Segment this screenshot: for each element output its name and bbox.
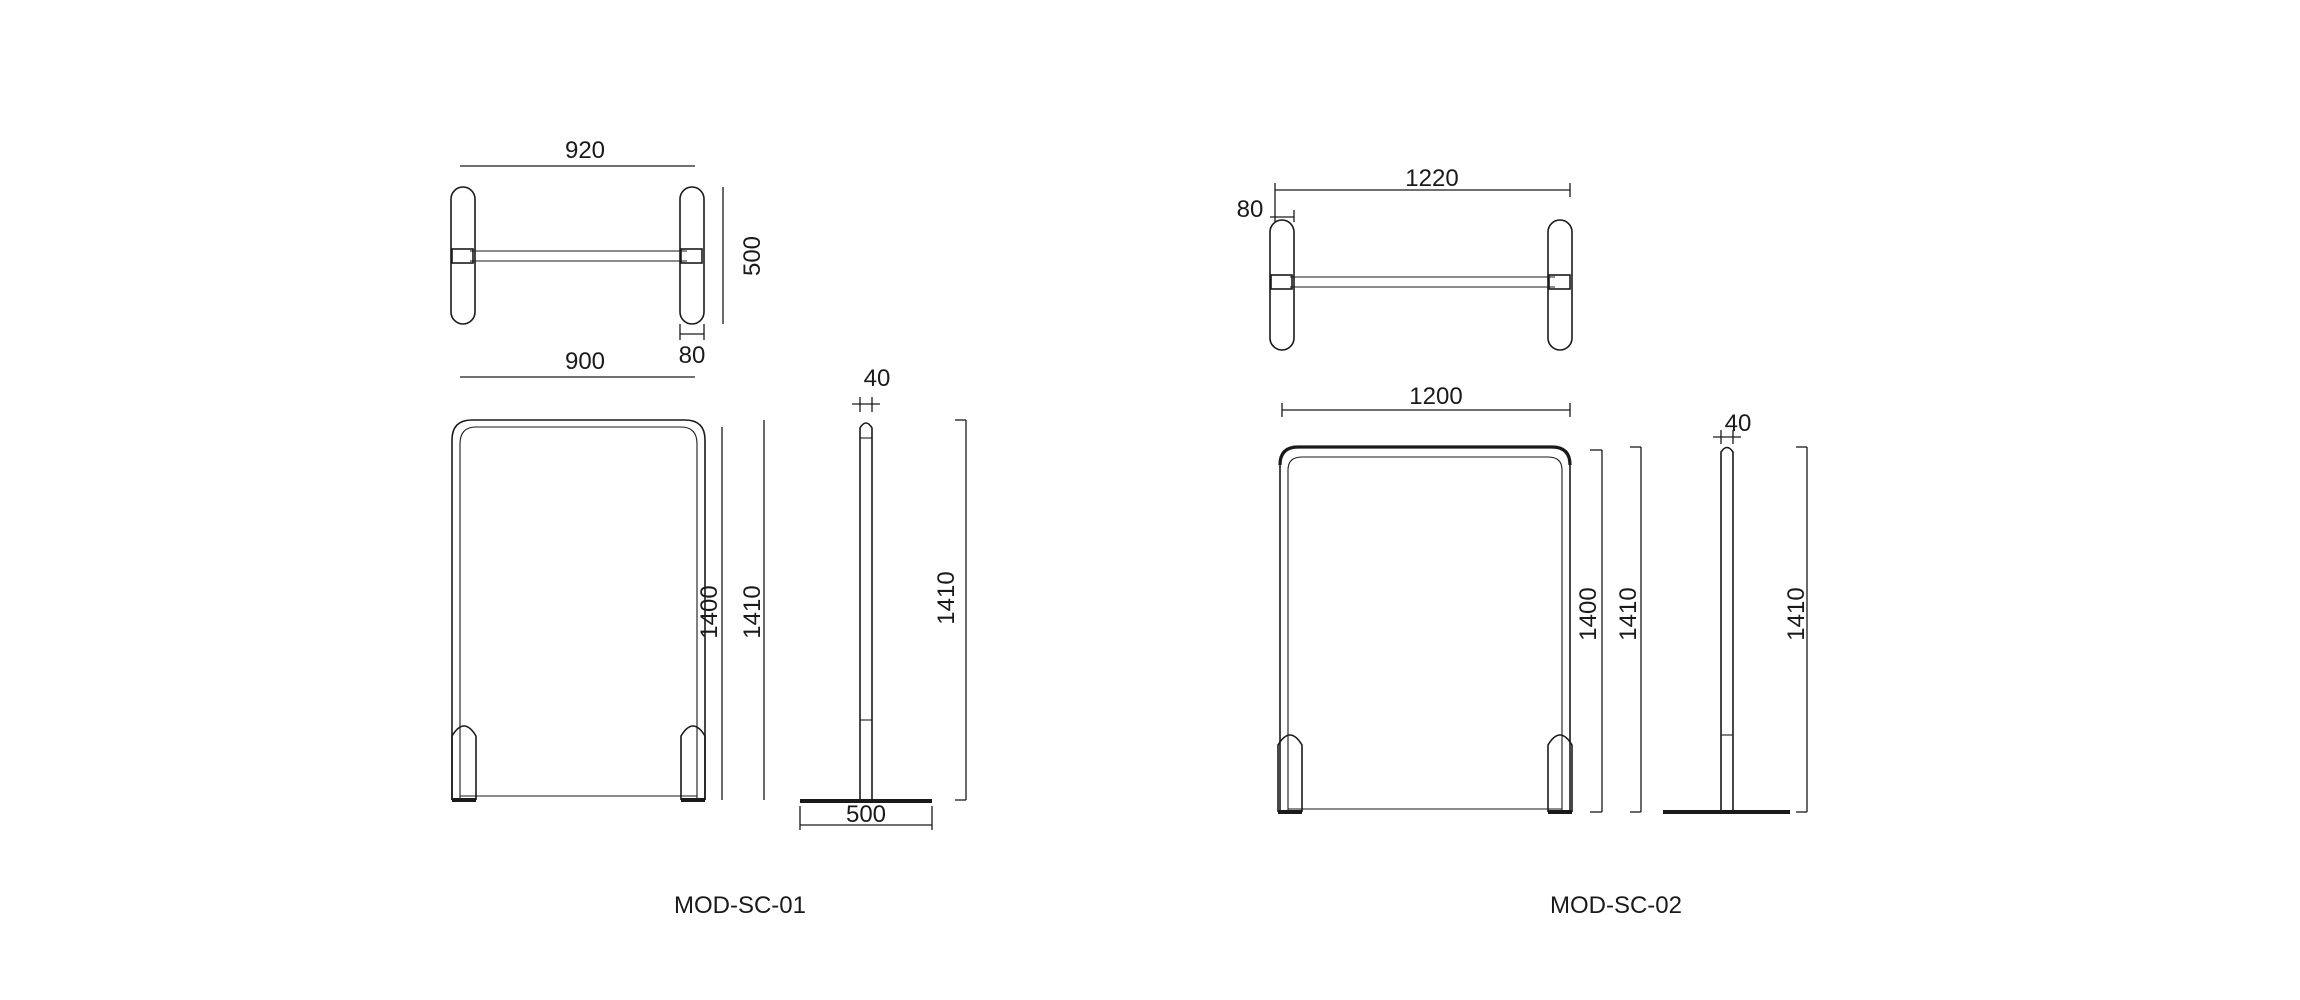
right-foot-base	[681, 798, 705, 802]
model-2-caption: MOD-SC-02	[1550, 892, 1682, 919]
dim-1410-label-model-1: 1410	[739, 585, 766, 638]
dim-500-depth: 500	[722, 187, 766, 324]
dim-1400-label-model-2: 1400	[1575, 587, 1602, 640]
left-foot-front	[451, 725, 477, 800]
dim-1220: 1220	[1274, 165, 1571, 197]
dim-80-model-2: 80	[1237, 196, 1295, 223]
dim-1410-label-model-2: 1410	[1615, 587, 1642, 640]
right-foot-top	[679, 186, 705, 325]
left-foot-front-2	[1277, 734, 1303, 812]
right-foot-front	[680, 725, 706, 800]
model-1-front-view	[451, 419, 706, 802]
dim-1410-model-2: 1410	[1615, 446, 1642, 813]
left-foot-top	[450, 186, 476, 325]
dim-80-label-model-1: 80	[679, 342, 706, 369]
dim-1220-label: 1220	[1405, 165, 1458, 192]
model-1-top-view	[450, 186, 705, 325]
side-post-2	[1720, 446, 1734, 812]
dim-500-base-label: 500	[846, 801, 886, 828]
dim-1200-label: 1200	[1409, 383, 1462, 410]
dim-1410-side-model-1: 1410	[933, 419, 967, 801]
dim-920: 920	[460, 137, 695, 167]
outer-frame	[451, 419, 706, 800]
dim-920-label: 920	[565, 137, 605, 164]
dim-1410-side-label-model-1: 1410	[933, 571, 960, 624]
dim-1200: 1200	[1281, 383, 1571, 417]
dim-1400-label-model-1: 1400	[696, 585, 723, 638]
right-clamp-2	[1548, 274, 1571, 290]
dim-900: 900	[460, 348, 695, 378]
dim-1410-model-1: 1410	[739, 420, 766, 800]
right-foot-top-2	[1547, 219, 1573, 351]
left-foot-top-2	[1269, 219, 1295, 351]
model-1-side-view	[800, 422, 932, 803]
inner-frame-2	[1287, 456, 1563, 812]
dim-80-label-model-2: 80	[1237, 196, 1264, 223]
dim-1400-model-2: 1400	[1575, 449, 1603, 813]
model-1-caption: MOD-SC-01	[674, 892, 806, 919]
dim-500-base: 500	[799, 801, 933, 830]
right-clamp	[680, 248, 703, 264]
model-2-side-view	[1663, 446, 1790, 814]
model-2-top-view	[1269, 219, 1573, 351]
left-foot-base-2	[1278, 810, 1302, 814]
left-foot-base	[452, 798, 476, 802]
right-foot-front-2	[1547, 734, 1573, 812]
inner-frame	[459, 426, 698, 800]
side-base-plate-2	[1663, 810, 1790, 814]
dim-80-model-1: 80	[679, 324, 706, 369]
left-clamp-2	[1270, 274, 1293, 290]
left-clamp	[451, 248, 474, 264]
dim-900-label: 900	[565, 348, 605, 375]
dim-40-model-1: 40	[852, 365, 890, 412]
dim-1400-model-1: 1400	[696, 427, 723, 800]
dim-500-depth-label: 500	[739, 236, 766, 276]
dim-40-label-model-2: 40	[1725, 410, 1752, 437]
top-rail-2	[1278, 445, 1572, 466]
side-post	[859, 422, 873, 800]
model-2-front-view	[1277, 445, 1573, 814]
side-base-plate	[800, 799, 932, 803]
dim-1410-side-label-model-2: 1410	[1783, 587, 1810, 640]
dim-40-model-2: 40	[1713, 410, 1751, 444]
dim-1410-side-model-2: 1410	[1783, 446, 1810, 813]
dim-40-label-model-1: 40	[864, 365, 891, 392]
right-foot-base-2	[1548, 810, 1572, 814]
